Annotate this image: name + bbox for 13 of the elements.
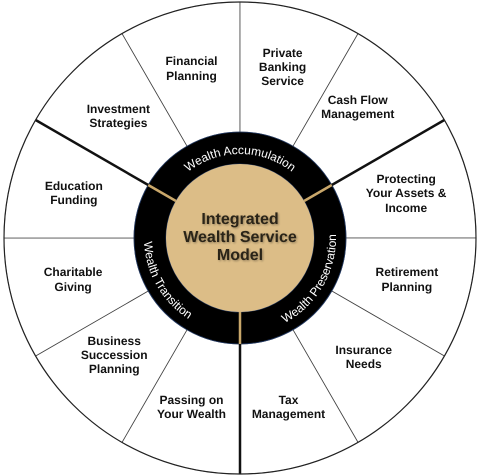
segment-label: Cash Flow Management xyxy=(320,92,396,122)
segment-label: Tax Management xyxy=(250,392,326,422)
segment-label: Business Succession Planning xyxy=(80,334,149,377)
segment-label: Private Banking Service xyxy=(258,46,308,89)
segment-label: Protecting Your Assets & Income xyxy=(364,172,448,216)
segment-label: Financial Planning xyxy=(164,54,218,84)
segment-label: Investment Strategies xyxy=(86,102,152,131)
segment-label: Education Funding xyxy=(44,179,104,208)
segment-label: Insurance Needs xyxy=(334,343,394,372)
segment-label: Retirement Planning xyxy=(374,265,440,294)
segment-label: Passing on Your Wealth xyxy=(156,392,227,422)
center-label: Integrated Wealth Service Model xyxy=(182,211,298,265)
segment-label: Charitable Giving xyxy=(42,265,104,294)
